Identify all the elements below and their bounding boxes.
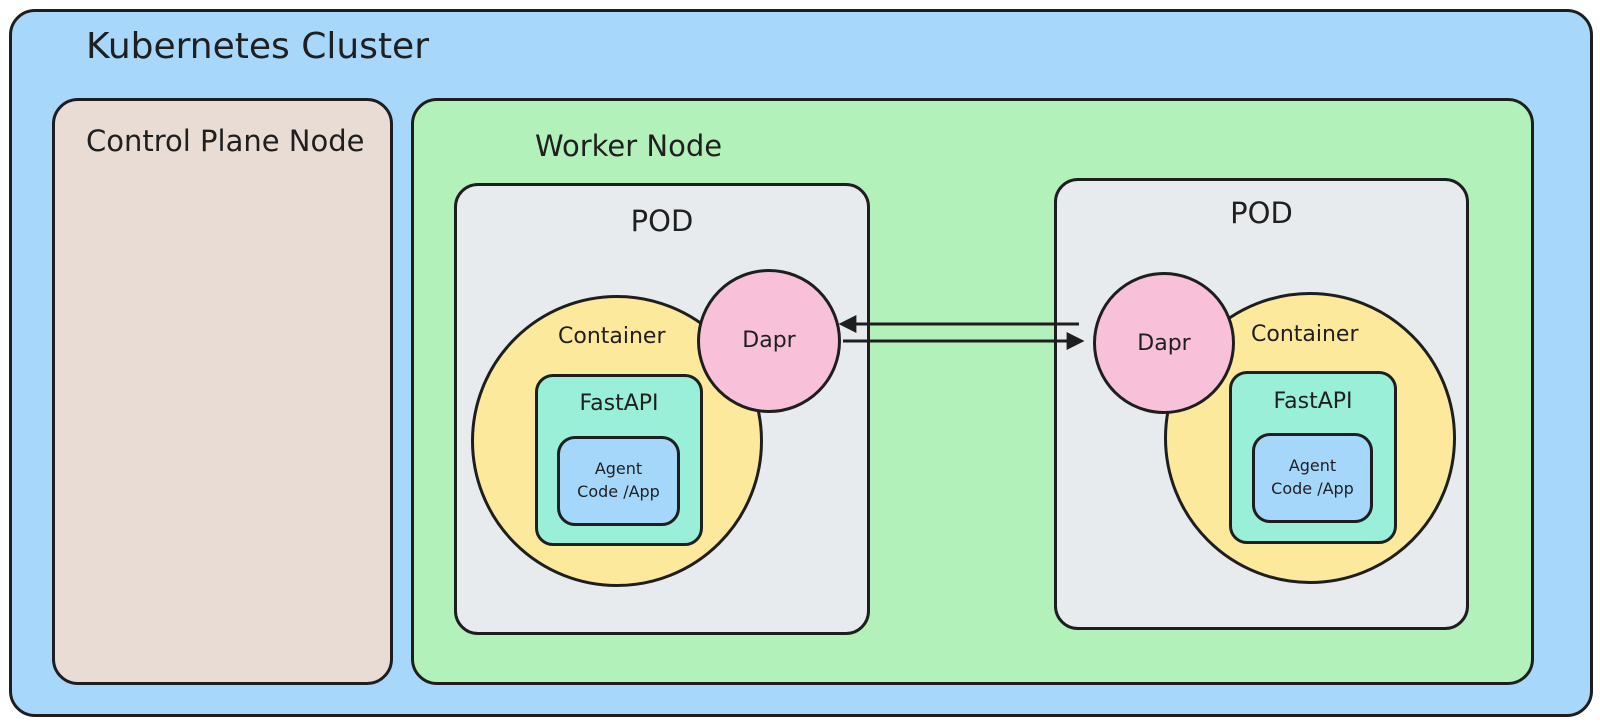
- agent-app-right-label: Agent Code /App: [1252, 454, 1373, 500]
- worker-node-label: Worker Node: [535, 129, 723, 163]
- control-plane-label: Control Plane Node: [86, 124, 365, 158]
- dapr-sidecar-right: [1093, 272, 1235, 414]
- agent-app-right-line1: Agent: [1288, 456, 1337, 475]
- agent-app-left-line1: Agent: [594, 459, 643, 478]
- fastapi-right-label: FastAPI: [1273, 389, 1353, 414]
- pod-left-label: POD: [630, 204, 694, 238]
- agent-app-left-line2: Code /App: [577, 482, 660, 501]
- agent-app-left: [557, 436, 680, 526]
- agent-app-left-label: Agent Code /App: [557, 457, 680, 503]
- control-plane-node: [52, 98, 393, 685]
- fastapi-left-label: FastAPI: [579, 391, 659, 416]
- dapr-right-label: Dapr: [1137, 331, 1191, 356]
- cluster-label: Kubernetes Cluster: [86, 26, 430, 67]
- dapr-left-label: Dapr: [742, 328, 796, 353]
- agent-app-right-line2: Code /App: [1271, 479, 1354, 498]
- agent-app-right: [1252, 433, 1373, 523]
- dapr-sidecar-left: [697, 269, 841, 413]
- container-left-label: Container: [558, 324, 666, 349]
- container-right-label: Container: [1251, 322, 1359, 347]
- pod-right-label: POD: [1230, 196, 1293, 230]
